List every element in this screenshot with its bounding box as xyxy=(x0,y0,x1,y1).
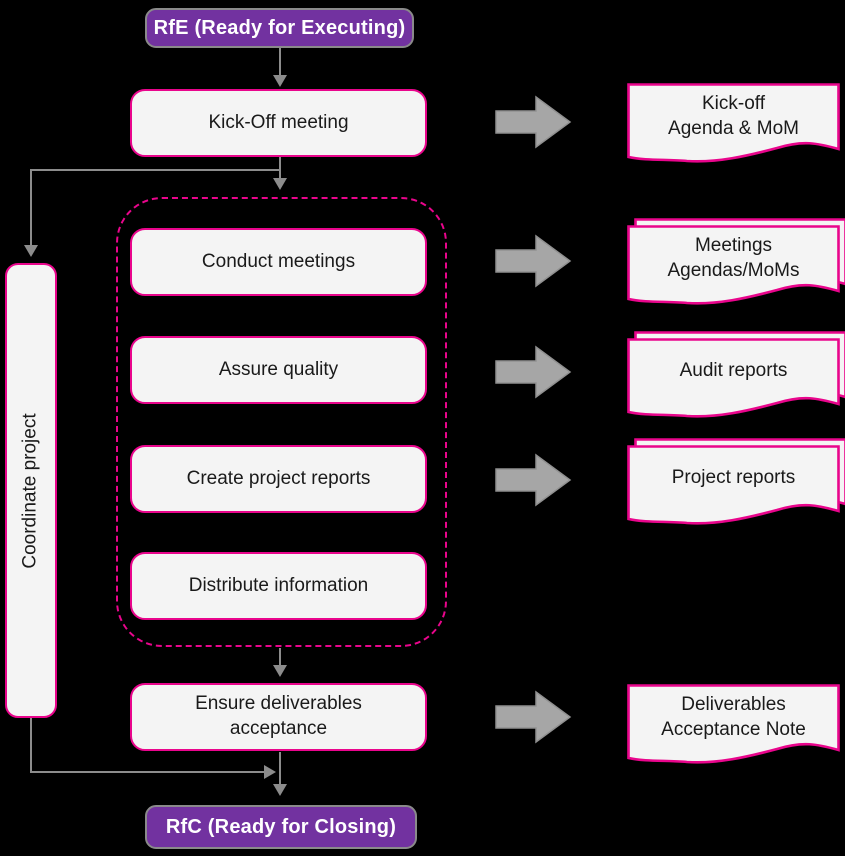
step-distribute-information: Distribute information xyxy=(130,552,427,620)
step-coordinate-project: Coordinate project xyxy=(5,263,57,718)
output-arrow-icon-project-reports xyxy=(495,453,572,507)
document-label-line2: Agendas/MoMs xyxy=(667,260,800,281)
multi-document-shape-icon xyxy=(627,331,845,418)
step-assure-quality: Assure quality xyxy=(130,336,427,404)
output-arrow-icon-kickoff xyxy=(495,95,572,149)
state-ready-for-closing: RfC (Ready for Closing) xyxy=(145,805,417,849)
state-ready-for-executing: RfE (Ready for Executing) xyxy=(145,8,414,48)
document-project-reports: Project reports xyxy=(627,437,845,529)
step-conduct-meetings-label: Conduct meetings xyxy=(201,250,356,272)
document-label-line1: Audit reports xyxy=(679,360,788,382)
document-label: Meetings Agendas/MoMs xyxy=(627,228,840,288)
output-arrow-icon-audit xyxy=(495,345,572,399)
document-label: Audit reports xyxy=(627,341,840,401)
document-label-line1: Project reports xyxy=(671,467,796,489)
output-arrow-icon-meetings xyxy=(495,234,572,288)
step-distribute-information-label: Distribute information xyxy=(188,574,369,596)
document-shape-icon xyxy=(627,684,840,764)
connector-coordinate-to-rfc xyxy=(30,718,276,779)
document-label: Deliverables Acceptance Note xyxy=(627,687,840,747)
state-ready-for-closing-label: RfC (Ready for Closing) xyxy=(165,815,397,838)
document-kickoff-agenda-mom: Kick-off Agenda & MoM xyxy=(627,81,845,173)
step-conduct-meetings: Conduct meetings xyxy=(130,228,427,296)
step-ensure-deliverables-acceptance: Ensure deliverables acceptance xyxy=(130,683,427,751)
step-create-project-reports-label: Create project reports xyxy=(186,467,371,489)
document-label-line1: Meetings xyxy=(694,234,773,256)
step-kickoff-meeting-label: Kick-Off meeting xyxy=(208,111,349,133)
multi-document-shape-icon xyxy=(627,438,845,525)
task-group-outline xyxy=(116,197,447,647)
document-audit-reports: Audit reports xyxy=(627,330,845,422)
document-label: Kick-off Agenda & MoM xyxy=(627,86,840,146)
step-kickoff-meeting: Kick-Off meeting xyxy=(130,89,427,157)
step-ensure-deliverables-acceptance-label: Ensure deliverables acceptance xyxy=(195,693,362,739)
step-coordinate-project-label: Coordinate project xyxy=(20,412,42,569)
document-label-line2: Agenda & MoM xyxy=(668,118,799,139)
step-create-project-reports: Create project reports xyxy=(130,445,427,513)
document-deliverables-acceptance-note: Deliverables Acceptance Note xyxy=(627,682,845,774)
multi-document-shape-icon xyxy=(627,218,845,305)
document-label-line1: Deliverables xyxy=(681,693,786,715)
connector-kickoff-to-coordinate xyxy=(24,169,280,257)
step-assure-quality-label: Assure quality xyxy=(218,358,339,380)
document-shape-icon xyxy=(627,83,840,163)
document-label: Project reports xyxy=(627,448,840,508)
document-label-line2: Acceptance Note xyxy=(661,719,806,740)
document-meetings-agendas-moms: Meetings Agendas/MoMs xyxy=(627,217,845,309)
output-arrow-icon-deliverables xyxy=(495,690,572,744)
state-ready-for-executing-label: RfE (Ready for Executing) xyxy=(153,16,406,39)
document-label-line1: Kick-off xyxy=(701,92,765,114)
